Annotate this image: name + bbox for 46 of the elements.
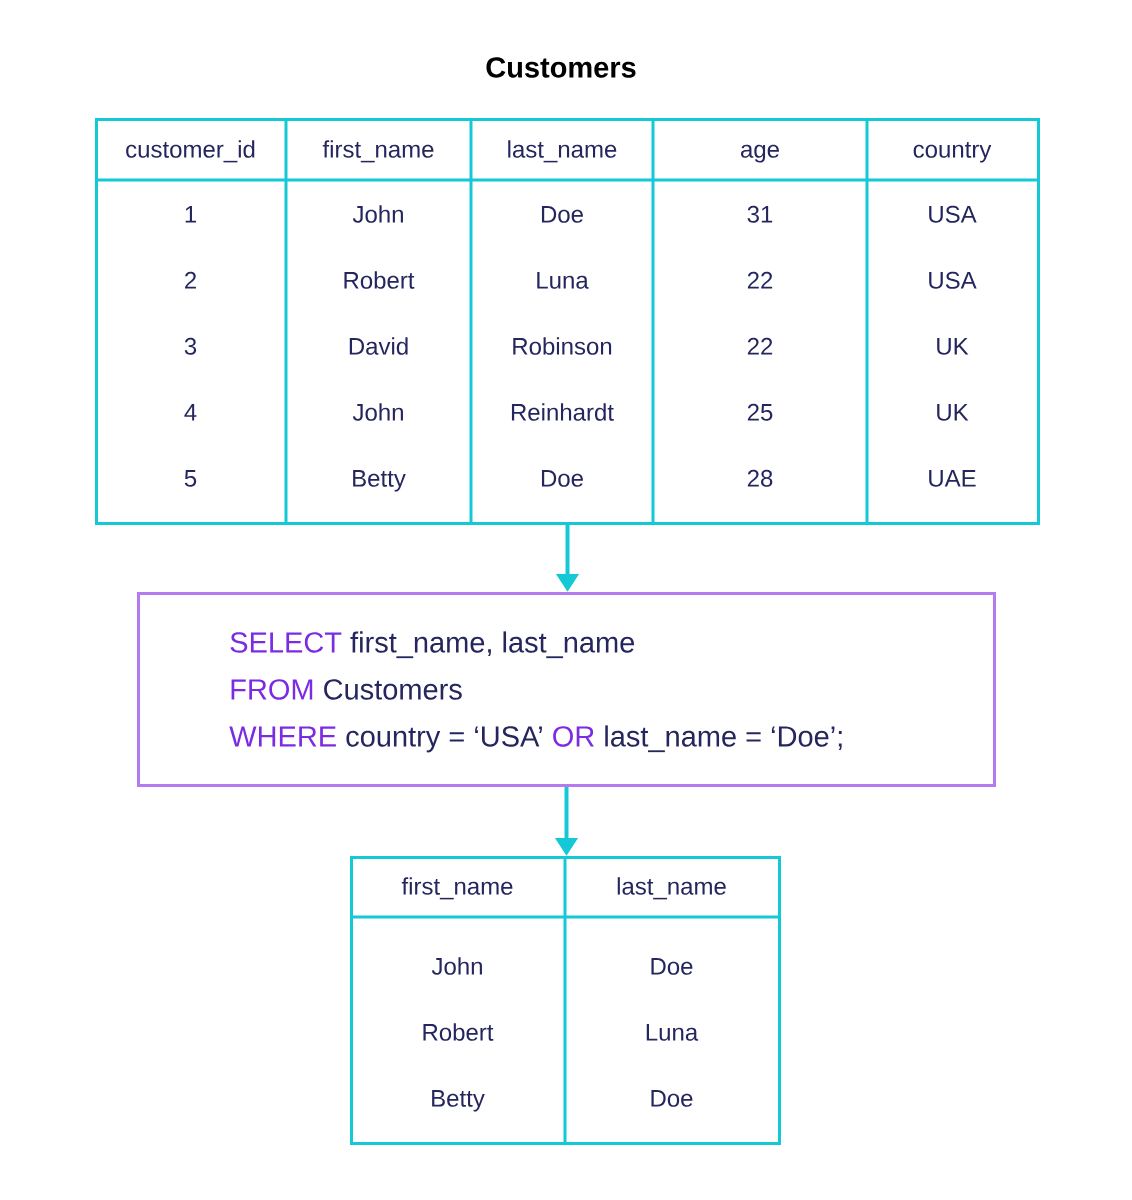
cell-value: 4 [184,404,197,421]
cell-value: 2 [185,271,196,289]
cell-value: 22 [747,271,773,289]
code-line: SELECT first_name, last_name [230,631,634,659]
cell-value: Robert [344,271,415,289]
cell-value: John [431,957,482,975]
cell-value: Reinhardt [511,403,614,421]
cell-value: Doe [651,1090,693,1107]
cell-value: USA [929,271,977,289]
cell-value: Doe [541,206,583,223]
code-line: FROM Customers [231,679,462,700]
cell-value: 3 [184,337,197,355]
cell-value: 22 [747,337,773,355]
cell-value: UAE [929,470,976,487]
cell-value: Betty [432,1090,485,1112]
column-header: customer_id [126,140,255,163]
column-header: first_name [322,140,434,163]
column-header: last_name [617,877,726,900]
column-header: first_name [401,877,513,900]
title: Customers [486,57,636,78]
cell-value: 5 [184,470,197,487]
cell-value: 28 [747,469,773,487]
node-label: last_name = ‘Doe’; [605,725,842,753]
cell-value: UK [937,338,969,355]
node-label: WHERE [229,726,336,747]
cell-value: UK [937,404,969,421]
cell-value: John [352,205,403,223]
column-header: age [741,144,779,163]
cell-value: 25 [747,403,773,421]
code-line: WHERE country = ‘USA’ OR last_name = ‘Doe’; [229,725,842,753]
cell-value: Luna [646,1024,699,1041]
cell-value: John [352,403,403,421]
column-header: country [913,142,992,163]
cell-value: Betty [353,470,406,492]
cell-value: Robinson [513,337,612,355]
cell-value: David [349,337,408,355]
cell-value: Doe [541,470,583,487]
cell-value: 31 [747,205,773,223]
node-label: OR [553,726,594,747]
cell-value: Robert [423,1023,494,1041]
cell-value: Luna [537,272,589,289]
cell-value: USA [929,205,977,223]
node-label: country = ‘USA’ [346,726,542,753]
cell-value: 1 [185,206,196,223]
cell-value: Doe [651,958,693,975]
column-header: last_name [508,140,617,163]
